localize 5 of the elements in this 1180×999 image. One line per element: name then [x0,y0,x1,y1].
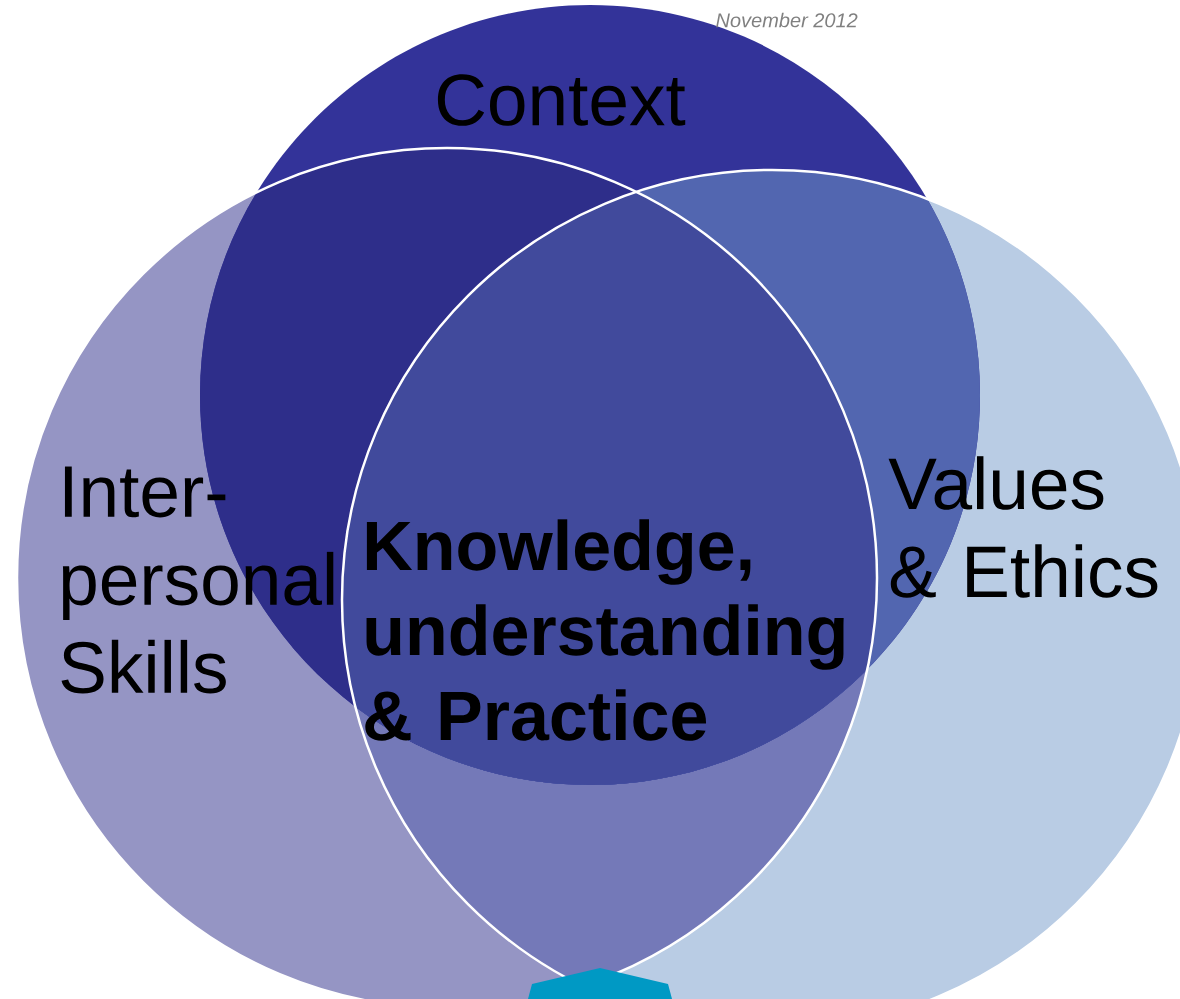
circle-label: Values & Ethics [888,456,1158,598]
date-text: November 2012 [716,12,858,28]
circle-label: Inter-personal Skills [61,466,334,694]
center-label: Knowledge, understanding & Practice [365,519,844,741]
circle-label: Context [437,74,686,126]
